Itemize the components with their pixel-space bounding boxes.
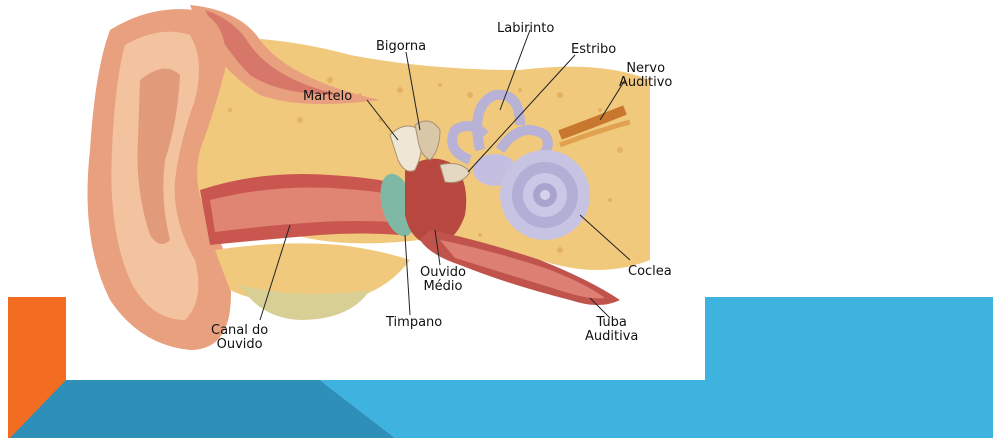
label-nervo-line2: Auditivo [619,76,672,90]
label-canal-line1: Canal do [211,324,268,338]
label-tuba-line2: Auditiva [585,330,638,344]
label-ouvido-medio-line2: Médio [420,280,466,294]
label-timpano: Timpano [386,316,442,330]
label-canal-line2: Ouvido [211,338,268,352]
label-labirinto: Labirinto [497,22,554,36]
label-martelo: Martelo [303,90,352,104]
label-coclea: Coclea [628,265,672,279]
label-ouvido-medio: Ouvido Médio [420,266,466,294]
label-tuba-line1: Tuba [585,316,638,330]
label-bigorna: Bigorna [376,40,426,54]
label-nervo-line1: Nervo [619,62,672,76]
label-tuba-auditiva: Tuba Auditiva [585,316,638,344]
label-nervo-auditivo: Nervo Auditivo [619,62,672,90]
label-ouvido-medio-line1: Ouvido [420,266,466,280]
label-estribo: Estribo [571,43,616,57]
label-canal-do-ouvido: Canal do Ouvido [211,324,268,352]
